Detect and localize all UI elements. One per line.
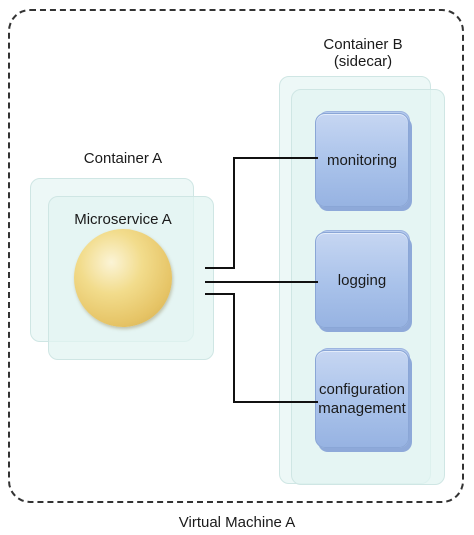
config-label-line2: management [318,400,406,417]
microservice-a-sphere [74,229,172,327]
vm-boundary [8,9,464,503]
config-label-line1: configuration [319,381,405,398]
container-a-label: Container A [83,150,163,167]
configuration-management-box: configuration management [315,350,409,448]
monitoring-label: monitoring [326,151,398,169]
configuration-management-label: configuration management [318,380,406,418]
container-b-label: Container B [323,36,403,53]
monitoring-box: monitoring [315,113,409,207]
logging-label: logging [337,271,387,289]
container-b-sublabel: (sidecar) [333,53,393,70]
microservice-a-label: Microservice A [74,211,172,228]
vm-label: Virtual Machine A [178,514,296,531]
wire-to-configuration [205,293,318,403]
logging-box: logging [315,232,409,328]
wire-to-monitoring [205,157,318,269]
